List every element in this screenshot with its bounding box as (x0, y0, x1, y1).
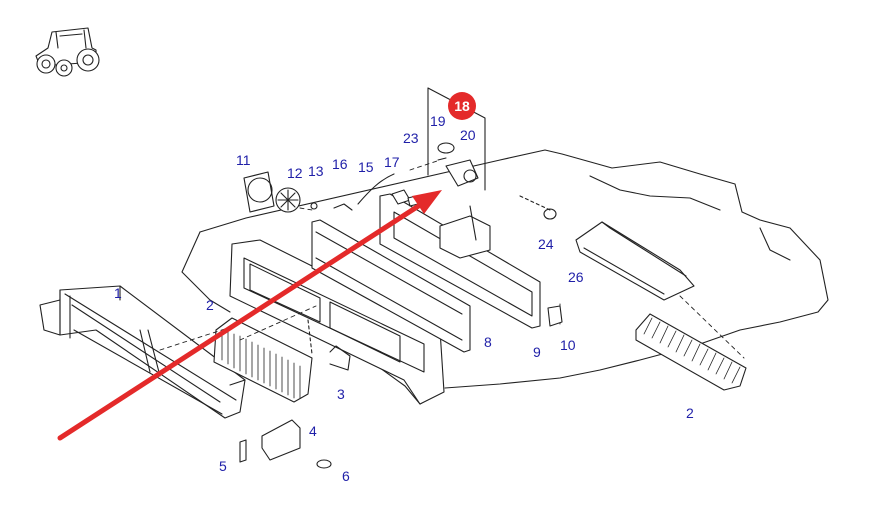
callout-5: 5 (219, 458, 227, 474)
callout-23: 23 (403, 130, 419, 146)
callout-2: 2 (206, 297, 214, 313)
callout-6: 6 (342, 468, 350, 484)
callout-11: 11 (236, 152, 251, 168)
callout-8: 8 (484, 334, 492, 350)
callout-20: 20 (460, 127, 476, 143)
callout-16: 16 (332, 156, 348, 172)
callout-2-right: 2 (686, 405, 694, 421)
valve-assembly (427, 87, 486, 191)
callout-19: 19 (430, 113, 446, 129)
seal-strips (311, 193, 541, 353)
mount-bracket (439, 195, 557, 259)
air-duct-right (575, 221, 695, 301)
blower-unit (243, 171, 318, 213)
callout-4: 4 (309, 423, 317, 439)
callout-1: 1 (114, 285, 122, 301)
callout-24: 24 (538, 236, 554, 252)
pointer-arrow (57, 190, 442, 441)
tractor-icon (35, 27, 100, 77)
cabin-filter-left (213, 317, 313, 403)
callout-15: 15 (358, 159, 374, 175)
callout-12: 12 (287, 165, 303, 181)
bracket-parts (239, 319, 351, 469)
callout-13: 13 (308, 163, 324, 179)
callout-26: 26 (568, 269, 584, 285)
callout-9: 9 (533, 344, 541, 360)
callout-3: 3 (337, 386, 345, 402)
cabin-filter-right (635, 313, 747, 391)
callout-10: 10 (560, 337, 576, 353)
highlight-badge-18: 18 (448, 92, 476, 120)
air-housing-left (39, 285, 246, 419)
callout-17: 17 (384, 154, 400, 170)
